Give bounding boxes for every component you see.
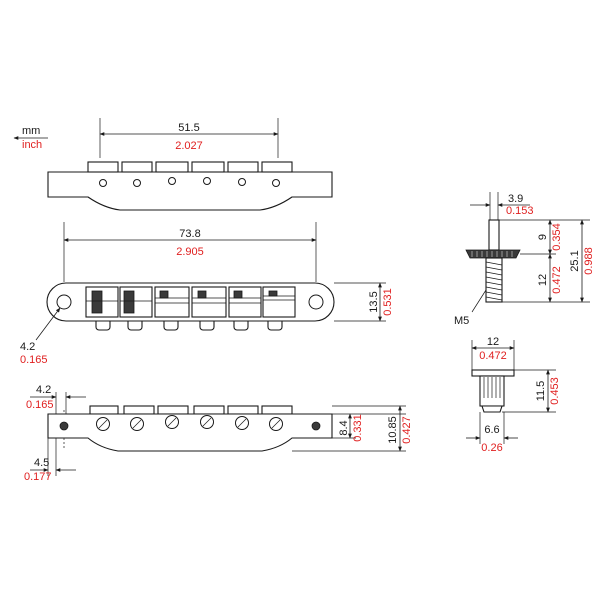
end-offset-mm: 4.2 xyxy=(36,384,51,396)
bushing-body-inch: 0.26 xyxy=(481,442,502,454)
stud-head-width-mm: 3.9 xyxy=(508,193,523,205)
stud-thread-length-mm: 12 xyxy=(537,274,549,286)
unit-legend: mm inch xyxy=(13,125,48,151)
end-offset-inch: 0.165 xyxy=(26,399,54,411)
post-hole-mm: 4.2 xyxy=(20,341,35,353)
slotted-screws xyxy=(96,415,283,431)
intonation-screw-hole-3 xyxy=(168,177,176,185)
top-view-body xyxy=(47,171,333,211)
stud-drawing: 3.9 0.153 M5 9 0.354 xyxy=(454,192,595,327)
stud-total-length-inch: 0.988 xyxy=(583,247,595,275)
top-view-bridge: 51.5 2.027 xyxy=(47,118,333,211)
bushing-body-mm: 6.6 xyxy=(484,424,499,436)
stud-knurled-wheel xyxy=(465,249,521,259)
end-post-left xyxy=(59,421,69,431)
bushing-drawing: 12 0.472 11.5 0.453 6.6 0.26 xyxy=(466,336,561,454)
bushing-height-inch: 0.453 xyxy=(549,377,561,405)
overall-length-mm: 73.8 xyxy=(179,228,200,240)
overall-length-inch: 2.905 xyxy=(176,246,204,258)
post-hole-left xyxy=(56,294,72,310)
post-hole-right xyxy=(308,294,324,310)
saddle-span-inch: 2.027 xyxy=(175,140,203,152)
width-inch: 0.531 xyxy=(382,288,394,316)
bushing-flange xyxy=(471,369,515,377)
intonation-screw-hole-2 xyxy=(133,179,141,187)
saddle-4 xyxy=(191,161,225,173)
middle-view-body xyxy=(46,282,335,322)
stud-total-length-mm: 25.1 xyxy=(569,250,581,271)
stud-upper-length-inch: 0.354 xyxy=(551,223,563,251)
saddle-3 xyxy=(155,161,189,173)
overall-height-inch: 0.427 xyxy=(401,416,413,444)
intonation-screw-hole-4 xyxy=(203,177,211,185)
saddle-1 xyxy=(87,161,119,173)
bushing-height-mm: 11.5 xyxy=(535,381,547,402)
legend-mm: mm xyxy=(22,125,40,137)
overall-height-mm: 10.85 xyxy=(387,416,399,444)
stud-top-pin xyxy=(488,219,500,251)
body-height-inch: 0.331 xyxy=(352,414,364,442)
post-hole-inch: 0.165 xyxy=(20,354,48,366)
end-post-right xyxy=(311,421,321,431)
saddle-6 xyxy=(261,161,293,173)
saddle-2 xyxy=(121,161,153,173)
intonation-screw-hole-5 xyxy=(238,178,246,186)
legend-inch: inch xyxy=(22,139,42,151)
middle-view-bridge: 73.8 2.905 xyxy=(20,222,394,366)
width-mm: 13.5 xyxy=(368,291,380,312)
bottom-view-body xyxy=(47,413,333,452)
bushing-tip xyxy=(481,405,503,413)
end-depth-mm: 4.5 xyxy=(34,457,49,469)
saddle-span-mm: 51.5 xyxy=(178,122,199,134)
intonation-screw-hole-6 xyxy=(272,179,280,187)
bushing-flange-inch: 0.472 xyxy=(479,350,507,362)
stud-thread-label: M5 xyxy=(454,315,469,327)
bottom-view-bridge: 4.2 0.165 8.4 0.331 xyxy=(24,384,413,483)
saddle-5 xyxy=(227,161,259,173)
end-depth-inch: 0.177 xyxy=(24,471,52,483)
post-hole-leader xyxy=(35,307,61,341)
stud-upper-length-mm: 9 xyxy=(537,234,549,240)
stud-thread-length-inch: 0.472 xyxy=(551,266,563,294)
saddles xyxy=(85,286,296,318)
stud-head-width-inch: 0.153 xyxy=(506,205,534,217)
intonation-screw-hole-1 xyxy=(99,179,107,187)
bushing-flange-mm: 12 xyxy=(487,336,499,348)
body-height-mm: 8.4 xyxy=(338,420,350,435)
